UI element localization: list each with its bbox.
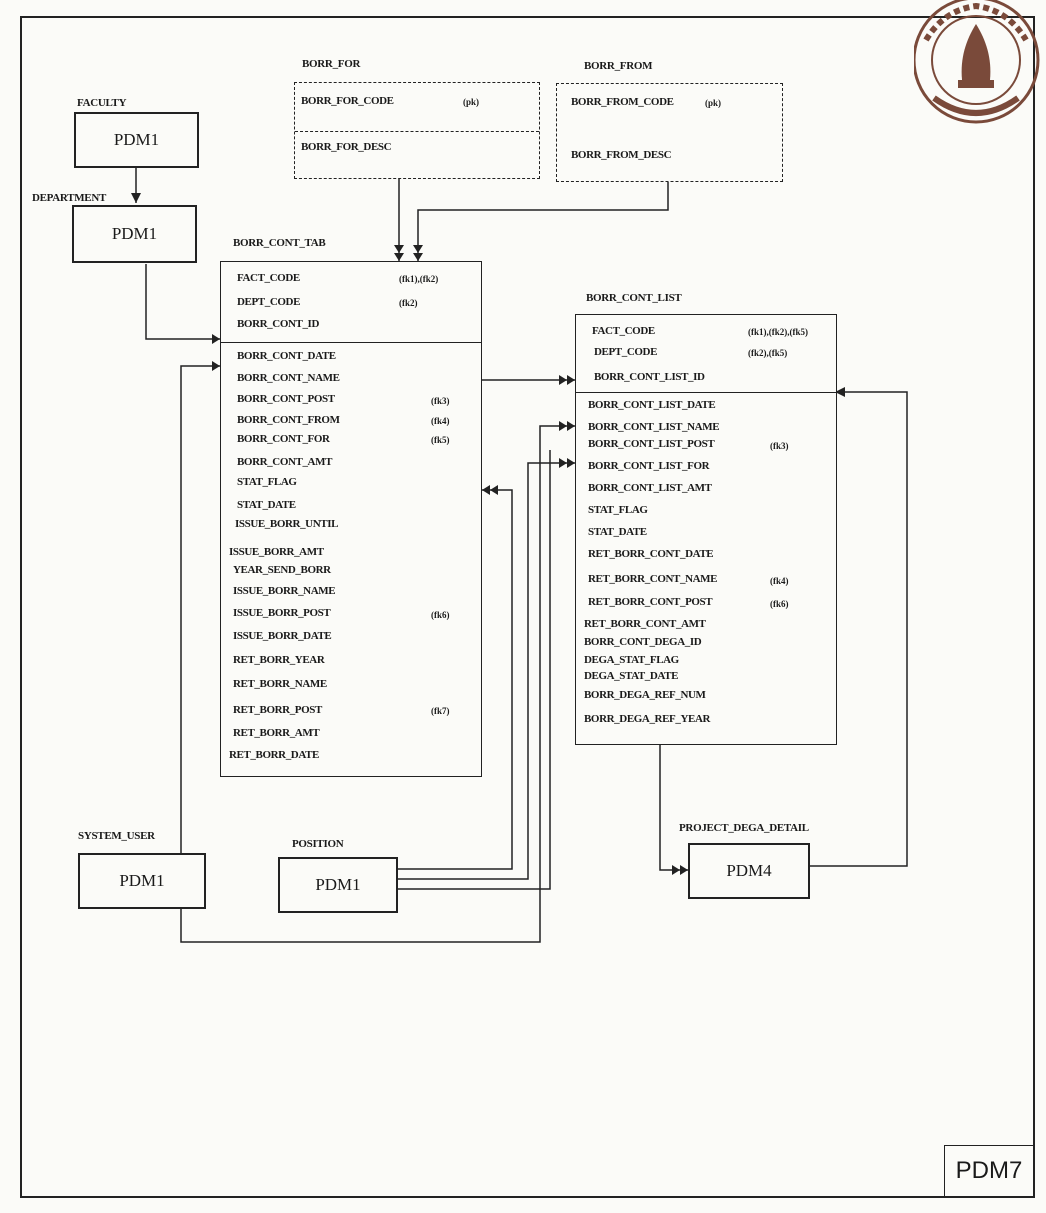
borr-cont-tab-field: YEAR_SEND_BORR xyxy=(233,564,331,576)
page-tag: PDM7 xyxy=(944,1145,1034,1197)
borr-cont-tab-field: ISSUE_BORR_NAME xyxy=(233,585,336,597)
borr-cont-list-field-key: (fk2),(fk5) xyxy=(748,348,788,358)
position-entity-box[interactable]: PDM1 xyxy=(278,857,398,913)
borr-cont-tab-field: RET_BORR_NAME xyxy=(233,678,327,690)
borr-cont-list-field: RET_BORR_CONT_POST xyxy=(588,596,713,608)
borr-cont-list-field: BORR_CONT_LIST_FOR xyxy=(588,460,710,472)
borr-from-field: BORR_FROM_CODE xyxy=(571,96,674,108)
borr-cont-list-field: BORR_DEGA_REF_YEAR xyxy=(584,713,711,725)
borr-cont-tab-field: BORR_CONT_NAME xyxy=(237,372,340,384)
borr-cont-list-field: DEGA_STAT_FLAG xyxy=(584,654,679,666)
borr-cont-tab-field: DEPT_CODE xyxy=(237,296,301,308)
borr-for-separator xyxy=(295,131,539,132)
borr-cont-list-label: BORR_CONT_LIST xyxy=(586,292,682,304)
borr-cont-tab-field: BORR_CONT_POST xyxy=(237,393,335,405)
borr-cont-list-field: BORR_CONT_LIST_ID xyxy=(594,371,705,383)
borr-cont-tab-field-key: (fk3) xyxy=(431,396,450,406)
borr-cont-list-field-key: (fk4) xyxy=(770,576,789,586)
borr-cont-list-field: BORR_DEGA_REF_NUM xyxy=(584,689,706,701)
borr-cont-tab-field: BORR_CONT_FROM xyxy=(237,414,340,426)
system-user-entity-box[interactable]: PDM1 xyxy=(78,853,206,909)
borr-cont-tab-field: ISSUE_BORR_POST xyxy=(233,607,331,619)
position-label: POSITION xyxy=(292,838,344,850)
borr-cont-list-field: BORR_CONT_LIST_DATE xyxy=(588,399,716,411)
borr-for-field: BORR_FOR_CODE xyxy=(301,95,394,107)
university-seal-icon xyxy=(914,0,1040,124)
borr-cont-list-field: BORR_CONT_LIST_AMT xyxy=(588,482,712,494)
faculty-label: FACULTY xyxy=(77,97,127,109)
project-dega-detail-entity-box[interactable]: PDM4 xyxy=(688,843,810,899)
borr-cont-tab-field-key: (fk1),(fk2) xyxy=(399,274,439,284)
borr-cont-tab-field-key: (fk5) xyxy=(431,435,450,445)
borr-from-label: BORR_FROM xyxy=(584,60,653,72)
borr-cont-list-field: BORR_CONT_LIST_NAME xyxy=(588,421,720,433)
project-dega-detail-label: PROJECT_DEGA_DETAIL xyxy=(679,822,809,834)
borr-for-field: BORR_FOR_DESC xyxy=(301,141,392,153)
diagram-frame xyxy=(20,16,1035,1198)
faculty-entity-box[interactable]: PDM1 xyxy=(74,112,199,168)
borr-cont-list-separator xyxy=(576,392,836,393)
borr-cont-list-field-key: (fk1),(fk2),(fk5) xyxy=(748,327,808,337)
borr-cont-tab-field-key: (fk7) xyxy=(431,706,450,716)
borr-cont-tab-field: BORR_CONT_FOR xyxy=(237,433,330,445)
borr-cont-list-field: BORR_CONT_LIST_POST xyxy=(588,438,715,450)
borr-cont-tab-field-key: (fk2) xyxy=(399,298,418,308)
borr-cont-tab-field: RET_BORR_AMT xyxy=(233,727,320,739)
borr-cont-tab-field: BORR_CONT_DATE xyxy=(237,350,336,362)
borr-cont-tab-field: STAT_DATE xyxy=(237,499,296,511)
borr-cont-list-field: STAT_DATE xyxy=(588,526,647,538)
borr-cont-list-field: RET_BORR_CONT_NAME xyxy=(588,573,718,585)
borr-cont-list-field: STAT_FLAG xyxy=(588,504,648,516)
borr-for-entity[interactable]: BORR_FOR_CODE (pk) BORR_FOR_DESC xyxy=(294,82,540,179)
borr-cont-tab-field: RET_BORR_POST xyxy=(233,704,322,716)
borr-cont-tab-entity[interactable]: FACT_CODE (fk1),(fk2) DEPT_CODE (fk2) BO… xyxy=(220,261,482,777)
borr-cont-list-field: FACT_CODE xyxy=(592,325,655,337)
department-entity-box[interactable]: PDM1 xyxy=(72,205,197,263)
system-user-label: SYSTEM_USER xyxy=(78,830,155,842)
borr-for-label: BORR_FOR xyxy=(302,58,361,70)
borr-cont-list-field: DEPT_CODE xyxy=(594,346,658,358)
borr-cont-tab-field: BORR_CONT_ID xyxy=(237,318,319,330)
borr-cont-list-entity[interactable]: FACT_CODE (fk1),(fk2),(fk5) DEPT_CODE (f… xyxy=(575,314,837,745)
borr-for-field-key: (pk) xyxy=(463,97,480,107)
borr-cont-tab-field: FACT_CODE xyxy=(237,272,300,284)
borr-cont-tab-field: STAT_FLAG xyxy=(237,476,297,488)
borr-cont-list-field: RET_BORR_CONT_DATE xyxy=(588,548,714,560)
borr-from-entity[interactable]: BORR_FROM_CODE (pk) BORR_FROM_DESC xyxy=(556,83,783,182)
borr-cont-list-field-key: (fk6) xyxy=(770,599,789,609)
borr-cont-list-field: DEGA_STAT_DATE xyxy=(584,670,679,682)
borr-cont-tab-field: ISSUE_BORR_UNTIL xyxy=(235,518,339,530)
borr-cont-tab-field-key: (fk4) xyxy=(431,416,450,426)
borr-cont-tab-field: RET_BORR_DATE xyxy=(229,749,319,761)
borr-cont-tab-field: ISSUE_BORR_DATE xyxy=(233,630,332,642)
borr-cont-list-field: RET_BORR_CONT_AMT xyxy=(584,618,706,630)
borr-cont-tab-separator xyxy=(221,342,481,343)
borr-cont-tab-label: BORR_CONT_TAB xyxy=(233,237,326,249)
borr-from-field-key: (pk) xyxy=(705,98,722,108)
borr-cont-list-field: BORR_CONT_DEGA_ID xyxy=(584,636,702,648)
borr-cont-tab-field: RET_BORR_YEAR xyxy=(233,654,325,666)
borr-cont-tab-field: BORR_CONT_AMT xyxy=(237,456,333,468)
borr-cont-tab-field: ISSUE_BORR_AMT xyxy=(229,546,324,558)
borr-cont-tab-field-key: (fk6) xyxy=(431,610,450,620)
borr-cont-list-field-key: (fk3) xyxy=(770,441,789,451)
department-label: DEPARTMENT xyxy=(32,192,107,204)
borr-from-field: BORR_FROM_DESC xyxy=(571,149,672,161)
